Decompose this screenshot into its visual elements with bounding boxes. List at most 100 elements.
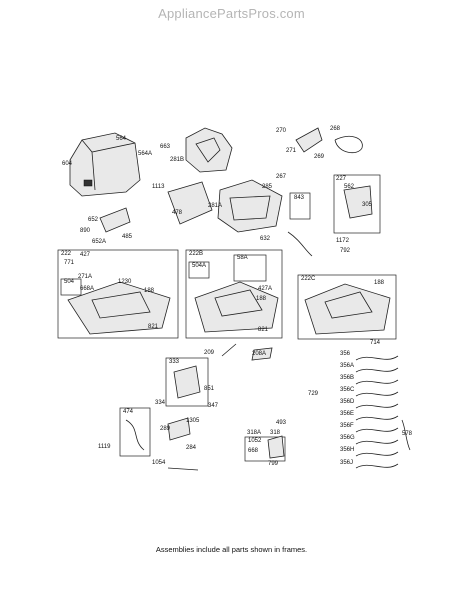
part-label-851: 851 <box>204 386 215 392</box>
part-label-1230: 1230 <box>118 279 132 285</box>
part-label-564a: 564A <box>138 151 152 157</box>
part-label-347: 347 <box>208 403 219 409</box>
part-label-227: 227 <box>336 176 347 182</box>
part-label-222b: 222B <box>189 251 203 257</box>
part-label-271a: 271A <box>78 274 92 280</box>
part-label-188: 188 <box>374 280 385 286</box>
part-label-188: 188 <box>144 288 155 294</box>
part-label-821: 821 <box>148 324 159 330</box>
frame-474 <box>119 407 151 457</box>
part-label-1054: 1054 <box>152 460 166 466</box>
part-label-562: 562 <box>344 184 355 190</box>
part-number-labels: 564 663 270 268 564A 281B 271 269 604 267 227 1113 2… <box>61 126 413 467</box>
frame-222 <box>57 249 179 339</box>
part-label-289: 289 <box>160 426 171 432</box>
part-222b-plate <box>194 281 279 333</box>
part-478 <box>167 181 213 225</box>
part-268-cable <box>334 135 363 154</box>
part-label-485: 485 <box>122 234 133 240</box>
part-label-281b: 281B <box>170 157 184 163</box>
part-label-821: 821 <box>258 327 269 333</box>
part-label-209: 209 <box>204 350 215 356</box>
frame-333 <box>165 357 209 407</box>
part-652 <box>99 207 131 233</box>
part-label-356e: 356E <box>340 411 354 417</box>
part-label-427a: 427A <box>258 286 272 292</box>
part-label-285: 285 <box>262 184 273 190</box>
part-label-58a: 58A <box>237 255 248 261</box>
part-label-356a: 356A <box>340 363 354 369</box>
part-271-arm <box>295 127 323 153</box>
part-label-356g: 356G <box>340 435 355 441</box>
frame-504 <box>60 278 82 296</box>
part-label-1119: 1119 <box>98 444 111 450</box>
frame-504a <box>188 261 210 279</box>
part-281a-panel <box>217 179 283 233</box>
part-label-271: 271 <box>286 148 297 154</box>
part-label-356c: 356C <box>340 387 355 393</box>
part-label-771: 771 <box>64 260 75 266</box>
part-1052 <box>267 435 285 459</box>
part-label-356: 356 <box>340 351 351 357</box>
part-label-427: 427 <box>80 252 91 258</box>
part-blower-housing <box>185 127 233 173</box>
caption: Assemblies include all parts shown in fr… <box>155 545 308 554</box>
part-label-578: 578 <box>402 431 413 437</box>
frame-222b <box>185 249 283 339</box>
part-label-604: 604 <box>62 161 73 167</box>
part-label-478: 478 <box>172 210 183 216</box>
part-label-663: 663 <box>160 144 171 150</box>
part-333-module <box>173 365 201 399</box>
part-label-267: 267 <box>276 174 287 180</box>
part-air-cleaner-cover <box>69 132 141 197</box>
part-label-333: 333 <box>169 359 180 365</box>
part-label-799: 799 <box>268 461 279 467</box>
part-label-564: 564 <box>116 136 127 142</box>
part-222c-plate <box>304 283 391 335</box>
watermark: AppliancePartsPros.com <box>158 6 305 21</box>
part-label-356b: 356B <box>340 375 354 381</box>
part-label-356j: 356J <box>340 460 353 466</box>
part-label-1113: 1113 <box>152 184 165 190</box>
frame-843 <box>289 192 311 220</box>
part-label-843: 843 <box>294 195 305 201</box>
part-474-harness <box>125 419 145 451</box>
part-label-504: 504 <box>64 279 75 285</box>
part-222-plate <box>67 281 171 335</box>
part-label-668a: 668A <box>80 286 94 292</box>
part-label-305: 305 <box>362 202 373 208</box>
part-label-334: 334 <box>155 400 166 406</box>
part-label-356f: 356F <box>340 423 354 429</box>
part-label-1052: 1052 <box>248 438 262 444</box>
part-label-714: 714 <box>370 340 381 346</box>
part-label-668: 668 <box>248 448 259 454</box>
part-label-652a: 652A <box>92 239 106 245</box>
part-578 <box>401 419 411 451</box>
part-label-504a: 504A <box>192 263 206 269</box>
part-label-652: 652 <box>88 217 99 223</box>
part-label-270: 270 <box>276 128 287 134</box>
frame-222c <box>297 274 397 340</box>
part-227-bracket <box>343 185 373 219</box>
part-label-729: 729 <box>308 391 319 397</box>
part-label-268: 268 <box>330 126 341 132</box>
part-208a <box>251 347 273 361</box>
frame-58a <box>233 254 267 282</box>
part-209 <box>221 343 237 357</box>
frame-227 <box>333 174 381 234</box>
part-label-493: 493 <box>276 420 287 426</box>
part-label-222: 222 <box>61 251 72 257</box>
part-label-269: 269 <box>314 154 325 160</box>
part-label-356d: 356D <box>340 399 355 405</box>
part-label-792: 792 <box>340 248 351 254</box>
part-289 <box>167 417 191 441</box>
part-label-356h: 356H <box>340 447 354 453</box>
part-label-281a: 281A <box>208 203 222 209</box>
part-label-1305: 1305 <box>186 418 200 424</box>
part-label-208a: 208A <box>252 351 266 357</box>
part-label-188: 188 <box>256 296 267 302</box>
part-label-222c: 222C <box>301 276 316 282</box>
part-label-890: 890 <box>80 228 91 234</box>
part-1054-wire <box>167 467 199 471</box>
